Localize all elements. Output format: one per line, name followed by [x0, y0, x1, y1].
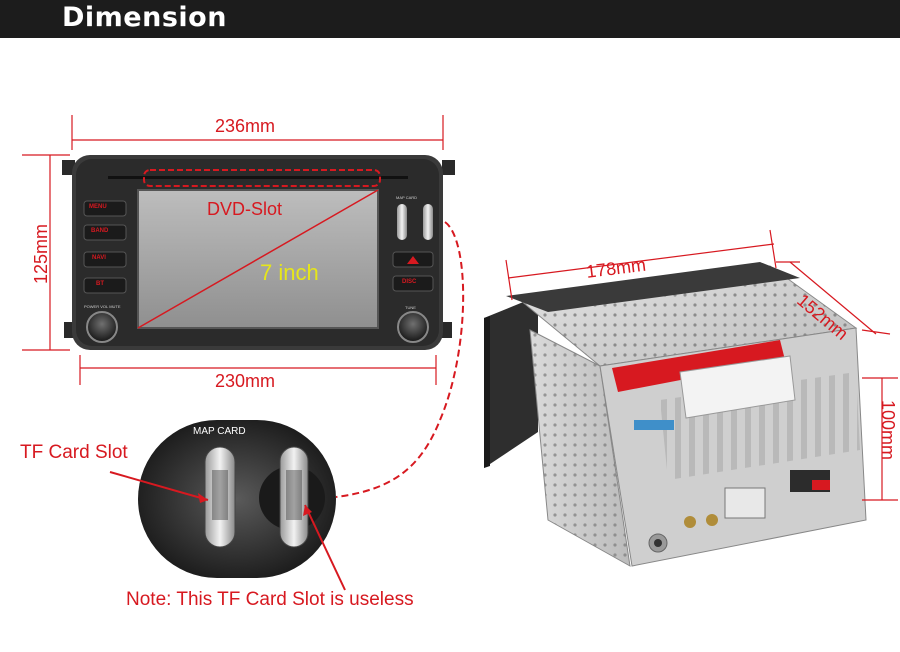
front-width-label: 236mm: [215, 116, 276, 136]
front-height-label: 125mm: [31, 223, 51, 284]
zoom-map-card-label: MAP CARD: [193, 426, 246, 437]
screen-size-label: 7 inch: [260, 260, 319, 285]
tf-card-note: Note: This TF Card Slot is useless: [126, 589, 414, 610]
tf-card-slot-label: TF Card Slot: [20, 442, 128, 463]
band-button-label: BAND: [91, 228, 109, 234]
dvd-slot-label: DVD-Slot: [207, 199, 283, 219]
header-bar: Dimension: [0, 0, 900, 38]
side-height-label: 100mm: [878, 400, 898, 461]
side-height-dimension: [862, 377, 898, 501]
side-width-dimension: [505, 229, 777, 301]
navi-button-label: NAVI: [92, 255, 106, 261]
knob-right-label: TUNE: [405, 305, 416, 310]
knob-left-label: POWER VOL MUTE: [84, 304, 121, 309]
menu-button-label: MENU: [89, 204, 107, 210]
front-bottom-width-dimension: [79, 355, 437, 385]
front-width-dimension: [71, 115, 444, 150]
zoom-connector: [335, 221, 465, 498]
disc-button-label: DISC: [402, 279, 417, 285]
front-unit: [62, 155, 455, 350]
side-view-unit: [484, 262, 867, 567]
front-bottom-width-label: 230mm: [215, 371, 276, 391]
left-button-column: [83, 200, 127, 294]
front-height-dimension: [22, 154, 70, 351]
page-title: Dimension: [62, 2, 227, 33]
bt-button-label: BT: [96, 281, 104, 287]
front-map-card-label: MAP CARD: [396, 195, 418, 200]
side-depth-dimension: [776, 261, 891, 335]
zoom-detail: [109, 420, 346, 591]
